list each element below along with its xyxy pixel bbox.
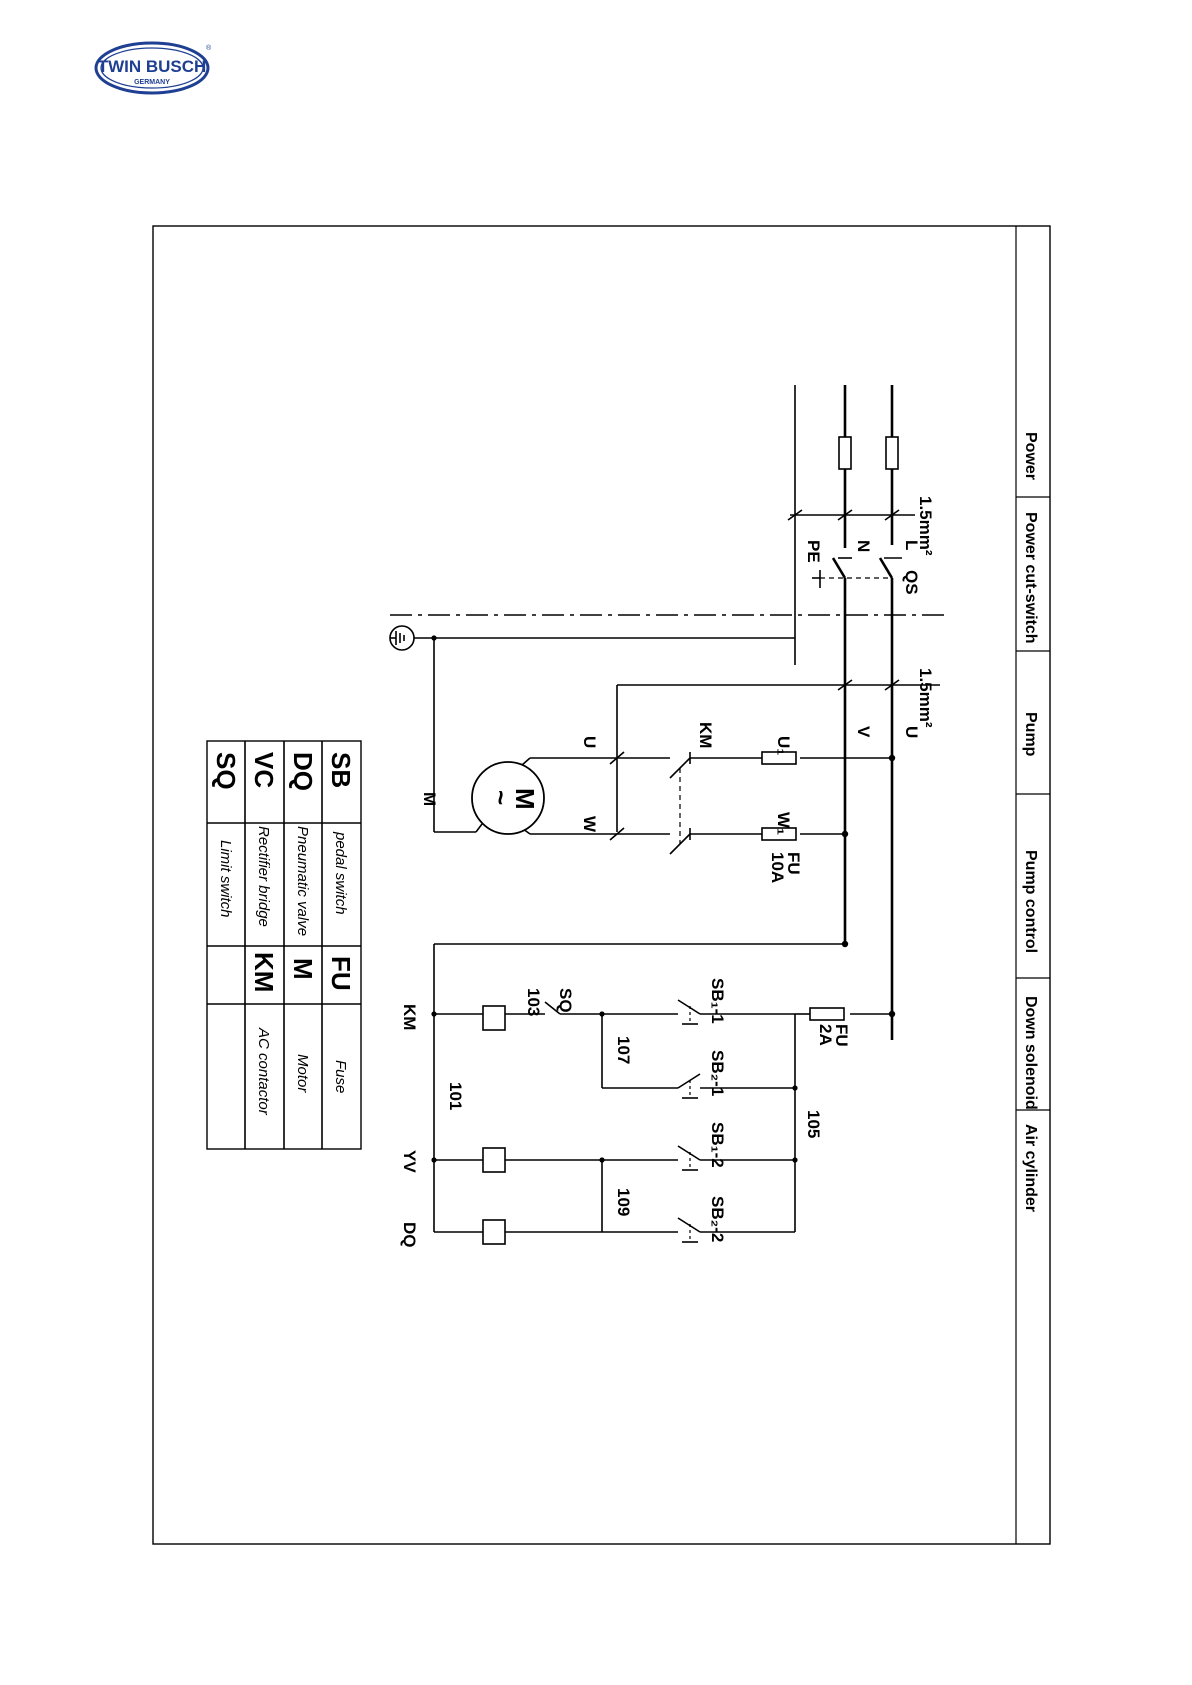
logo-mark: ®	[206, 44, 212, 52]
legend-table: SB pedal switch FU Fuse DQ Pneumatic val…	[206, 740, 362, 1150]
section-down-solenoid: Down solenoid	[1022, 996, 1039, 1110]
motor-symbol	[471, 761, 545, 835]
legend-desc-fu: Fuse	[332, 1060, 349, 1093]
label-sb2-2: SB₂-2	[708, 1196, 727, 1242]
diagram-frame	[152, 225, 1051, 1545]
power-fuse-l	[885, 436, 899, 470]
logo-brand: TWIN BUSCH	[98, 57, 207, 76]
label-sq: SQ	[556, 988, 575, 1013]
label-w101: 101	[446, 1082, 465, 1110]
legend-code-km: KM	[249, 952, 279, 992]
label-motor-tilde: ~	[486, 790, 516, 805]
label-u1: U₁	[774, 736, 793, 755]
power-fuse-n	[838, 436, 852, 470]
legend-desc-m: Motor	[294, 1054, 311, 1093]
label-w1: W₁	[774, 812, 793, 835]
label-sb2-1: SB₂-1	[708, 1050, 727, 1096]
label-coil-km: KM	[400, 1004, 419, 1030]
ctrl-fuse	[809, 1007, 845, 1021]
circuit-labels: 1.5mm² L N PE QS 1.5mm² U V KM U₁ W₁ FU …	[400, 496, 935, 1248]
coil-dq	[482, 1219, 506, 1245]
legend-code-vc: VC	[249, 752, 279, 788]
label-w105: 105	[804, 1110, 823, 1138]
label-w103: 103	[524, 988, 543, 1016]
label-pe: PE	[804, 540, 823, 563]
label-qs: QS	[902, 570, 921, 595]
label-sb1-1: SB₁-1	[708, 978, 727, 1024]
legend-code-dq: DQ	[288, 752, 318, 791]
coil-km	[482, 1005, 506, 1031]
label-w109: 109	[614, 1188, 633, 1216]
label-n: N	[854, 540, 873, 552]
label-fu-ctrl: FU	[832, 1024, 851, 1047]
label-wire-size-2: 1.5mm²	[916, 668, 935, 728]
label-motor-ground-m: M	[420, 792, 439, 806]
logo-sub: GERMANY	[134, 79, 170, 86]
label-l: L	[902, 540, 921, 550]
label-fu-main-rating: 10A	[768, 852, 787, 883]
section-power-cut-switch: Power cut-switch	[1022, 512, 1039, 644]
label-fu-main: FU	[784, 852, 803, 875]
label-motor-u: U	[580, 736, 599, 748]
section-pump: Pump	[1022, 712, 1039, 757]
label-sb1-2: SB₁-2	[708, 1122, 727, 1168]
legend-desc-sb: pedal switch	[332, 831, 349, 915]
label-coil-yv: YV	[400, 1150, 419, 1173]
power-lines	[389, 385, 945, 1040]
legend-code-fu: FU	[326, 956, 356, 991]
legend-desc-dq: Pneumatic valve	[294, 826, 311, 936]
label-v: V	[854, 726, 873, 738]
legend-desc-vc: Rectifier bridge	[255, 826, 272, 927]
label-fu-ctrl-rating: 2A	[816, 1024, 835, 1046]
label-w107: 107	[614, 1036, 633, 1064]
label-motor-w: W	[580, 816, 599, 833]
label-u: U	[902, 726, 921, 738]
legend-code-m: M	[288, 958, 318, 980]
legend-desc-sq: Limit switch	[217, 840, 234, 918]
twin-busch-logo: TWIN BUSCH GERMANY ®	[94, 41, 212, 95]
section-air-cylinder: Air cylinder	[1022, 1124, 1039, 1212]
label-km-contact: KM	[696, 722, 715, 748]
section-power: Power	[1022, 432, 1039, 480]
label-coil-dq: DQ	[400, 1222, 419, 1248]
section-pump-control: Pump control	[1022, 850, 1039, 953]
legend-desc-km: AC contactor	[255, 1027, 272, 1116]
legend-code-sb: SB	[326, 752, 356, 788]
legend-code-sq: SQ	[211, 752, 241, 790]
label-motor-m: M	[510, 788, 540, 810]
section-labels: Power Power cut-switch Pump Pump control…	[1022, 432, 1039, 1212]
control-circuit	[431, 940, 896, 1245]
coil-yv	[482, 1147, 506, 1173]
pump-circuit	[471, 751, 896, 855]
label-wire-size-1: 1.5mm²	[916, 496, 935, 556]
